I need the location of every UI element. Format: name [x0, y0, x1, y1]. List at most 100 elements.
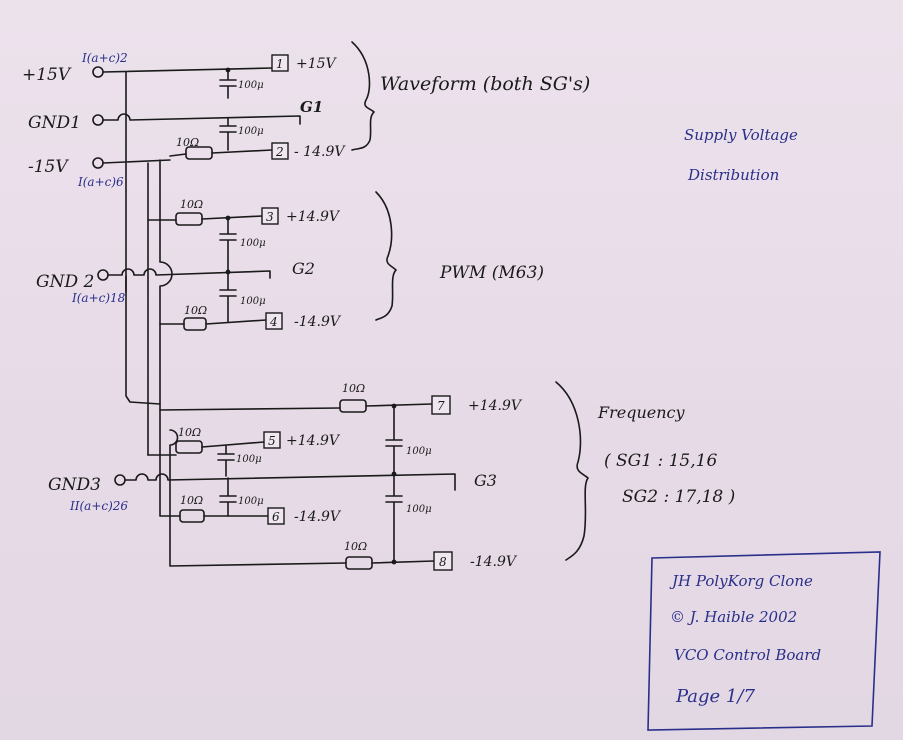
label-sg1: ( SG1 : 15,16: [604, 451, 717, 471]
terminal-8: [433, 551, 453, 571]
label-sg2: SG2 : 17,18 ): [622, 487, 735, 507]
resistor-r5: [175, 440, 203, 454]
input-label-gnd3: GND3: [48, 475, 101, 495]
terminal-3-voltage: +14.9V: [286, 209, 341, 225]
capacitor-label: 100μ: [238, 126, 264, 137]
resistor-label: 10Ω: [342, 382, 365, 395]
wire: [365, 403, 433, 407]
ground-label-g2: G2: [292, 259, 315, 278]
wire: [211, 149, 273, 154]
capacitor-c7: [217, 445, 235, 477]
connector-label-2: I(a+c)6: [77, 175, 124, 189]
capacitor-c1: [219, 69, 237, 99]
wire: [201, 441, 265, 448]
terminal-6-number: 6: [272, 510, 280, 524]
capacitor-label: 100μ: [236, 454, 262, 465]
capacitor-label: 100μ: [240, 296, 266, 307]
brace-frequency: [555, 381, 589, 561]
resistor-r7: [345, 556, 373, 570]
capacitor-label: 100μ: [238, 80, 264, 91]
input-terminal-gnd1: [92, 114, 104, 126]
connector-label-3: I(a+c)18: [71, 291, 126, 305]
capacitor-c4: [219, 271, 237, 323]
terminal-1-voltage: +15V: [296, 56, 338, 72]
bus-minus-frequency: [169, 429, 347, 567]
terminal-8-voltage: -14.9V: [470, 554, 518, 570]
terminal-5: [263, 431, 281, 449]
label-frequency: Frequency: [597, 403, 686, 422]
input-label-gnd1: GND1: [28, 113, 81, 133]
input-terminal-plus15v: [92, 66, 104, 78]
resistor-label: 10Ω: [180, 494, 203, 507]
rail-gnd3: [124, 473, 456, 491]
terminal-4: [265, 312, 283, 330]
junction-dot: [225, 269, 231, 275]
terminal-5-number: 5: [268, 434, 276, 448]
label-waveform: Waveform (both SG's): [380, 73, 590, 95]
input-label-minus15v: -15V: [28, 157, 69, 177]
terminal-3: [261, 207, 279, 225]
label-pwm: PWM (M63): [439, 263, 544, 283]
junction-dot: [391, 471, 397, 477]
capacitor-c8: [219, 477, 237, 517]
wire: [169, 153, 187, 157]
capacitor-c5: [385, 404, 403, 475]
wire: [371, 560, 435, 564]
terminal-2-voltage: - 14.9V: [294, 144, 346, 160]
capacitor-c2: [219, 117, 237, 151]
title-line-4: Page 1/7: [675, 686, 755, 707]
wire: [205, 319, 267, 325]
connector-label-1: I(a+c)2: [81, 51, 128, 65]
wire: [201, 215, 263, 220]
resistor-r3: [183, 317, 207, 331]
resistor-label: 10Ω: [184, 304, 207, 317]
wire: [159, 423, 181, 517]
note-distribution: Distribution: [687, 166, 779, 184]
title-line-1: JH PolyKorg Clone: [669, 572, 813, 590]
junction-dot: [225, 215, 231, 221]
junction-dot: [225, 67, 231, 73]
brace-waveform: [351, 41, 375, 151]
terminal-6-voltage: -14.9V: [294, 509, 342, 525]
title-line-2: © J. Haible 2002: [670, 608, 797, 626]
terminal-6: [267, 507, 285, 525]
ground-label-g1: G1: [300, 98, 323, 116]
terminal-1: [271, 54, 289, 72]
junction-dot: [391, 403, 397, 409]
input-terminal-minus15v: [92, 157, 104, 169]
resistor-r4: [339, 399, 367, 413]
rail-minus15v: [102, 159, 171, 164]
capacitor-c3: [219, 217, 237, 273]
terminal-4-number: 4: [269, 315, 278, 329]
ground-label-g3: G3: [474, 471, 497, 490]
connector-label-4: II(a+c)26: [69, 499, 128, 513]
rail-plus15v: [102, 67, 273, 73]
title-block-frame: [647, 551, 881, 731]
terminal-2-number: 2: [275, 145, 284, 159]
bus-minus15v: [159, 159, 173, 425]
terminal-3-number: 3: [266, 210, 274, 224]
terminal-8-number: 8: [439, 555, 447, 569]
rail-gnd2: [107, 268, 271, 279]
rail-gnd1: [102, 113, 301, 125]
resistor-r6: [179, 509, 205, 523]
resistor-label: 10Ω: [176, 136, 199, 149]
capacitor-label: 100μ: [240, 238, 266, 249]
resistor-label: 10Ω: [178, 426, 201, 439]
terminal-7-number: 7: [437, 399, 445, 413]
title-line-3: VCO Control Board: [674, 646, 821, 664]
terminal-5-voltage: +14.9V: [286, 433, 341, 449]
resistor-r2: [175, 212, 203, 226]
input-label-gnd2: GND 2: [36, 272, 94, 292]
input-label-plus15v: +15V: [22, 65, 72, 85]
resistor-label: 10Ω: [344, 540, 367, 553]
terminal-1-number: 1: [276, 57, 284, 71]
terminal-2: [271, 142, 289, 160]
input-terminal-gnd3: [114, 474, 126, 486]
terminal-4-voltage: -14.9V: [294, 314, 342, 330]
terminal-7: [431, 395, 451, 415]
capacitor-label: 100μ: [406, 504, 432, 515]
note-supply-voltage: Supply Voltage: [684, 126, 798, 144]
